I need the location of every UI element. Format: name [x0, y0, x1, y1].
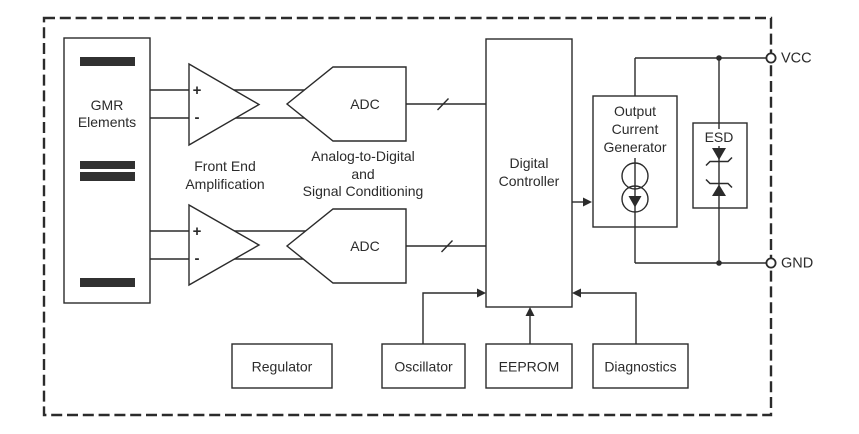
amp2-minus-label: -	[195, 250, 200, 267]
eeprom-box	[485, 343, 573, 389]
esd-zener-diodes	[705, 148, 733, 196]
arrow-head	[525, 307, 535, 316]
vcc-pin-label: VCC	[781, 51, 812, 67]
adc-caption: Analog-to-Digital	[311, 148, 415, 164]
adc1-label: ADC	[350, 96, 380, 112]
diagnostics-box	[592, 343, 689, 389]
junction-dot	[716, 55, 722, 61]
amplifier-2-triangle	[188, 203, 261, 287]
adc-2-shape	[285, 208, 407, 284]
junction-dot	[716, 260, 722, 266]
gmr-resistor-bar	[80, 172, 135, 181]
zener-bar-top	[705, 156, 733, 167]
ocg-label: Current	[612, 121, 659, 137]
adc2-label: ADC	[350, 238, 380, 254]
adc-caption: Signal Conditioning	[303, 183, 424, 199]
gnd-pin-label: GND	[781, 256, 813, 272]
power-rails	[634, 55, 766, 266]
gmr-label: Elements	[78, 114, 136, 130]
front-end-caption: Front End	[194, 158, 255, 174]
eeprom-to-controller-arrow	[525, 307, 535, 344]
oscillator-label: Oscillator	[394, 359, 453, 375]
chip-boundary-dashed-border	[42, 16, 773, 417]
zener-diode-bottom	[712, 184, 726, 196]
vcc-terminal	[765, 52, 777, 64]
zener-bar-bottom	[705, 178, 733, 189]
current-source-symbol	[621, 158, 649, 263]
arrow-head	[572, 288, 581, 298]
amp1-minus-label: -	[195, 109, 200, 126]
front-end-caption: Amplification	[185, 176, 264, 192]
current-arrow	[628, 196, 642, 208]
digital-controller-label: Controller	[499, 173, 560, 189]
amp1-plus-label: +	[193, 82, 202, 99]
bus-slash	[436, 98, 450, 111]
gmr-label: GMR	[91, 97, 124, 113]
diagnostics-label: Diagnostics	[604, 359, 676, 375]
digital-controller-box	[485, 38, 573, 308]
arrow-head	[477, 288, 486, 298]
adc-1-shape	[285, 66, 407, 142]
zener-diode-top	[712, 148, 726, 160]
amp2-plus-label: +	[193, 223, 202, 240]
controller-to-ocg-arrow	[572, 197, 592, 207]
bus-slash	[440, 240, 454, 253]
oscillator-to-controller-arrow	[422, 288, 486, 344]
adc-caption: and	[351, 166, 374, 182]
adc-bus-wires	[406, 98, 486, 253]
arrow-head	[583, 197, 592, 207]
digital-controller-label: Digital	[510, 155, 549, 171]
gnd-terminal	[765, 257, 777, 269]
eeprom-label: EEPROM	[499, 359, 560, 375]
diagnostics-to-controller-arrow	[572, 288, 637, 344]
gmr-resistor-bar	[80, 278, 135, 287]
gmr-resistor-bar	[80, 161, 135, 169]
esd-label: ESD	[705, 129, 734, 145]
gmr-resistor-bar	[80, 57, 135, 66]
regulator-box	[231, 343, 333, 389]
amplifier-1-triangle	[188, 62, 261, 147]
gmr-elements-box	[63, 37, 151, 304]
ocg-label: Output	[614, 103, 656, 119]
regulator-label: Regulator	[252, 359, 313, 375]
ocg-label: Generator	[603, 139, 666, 155]
